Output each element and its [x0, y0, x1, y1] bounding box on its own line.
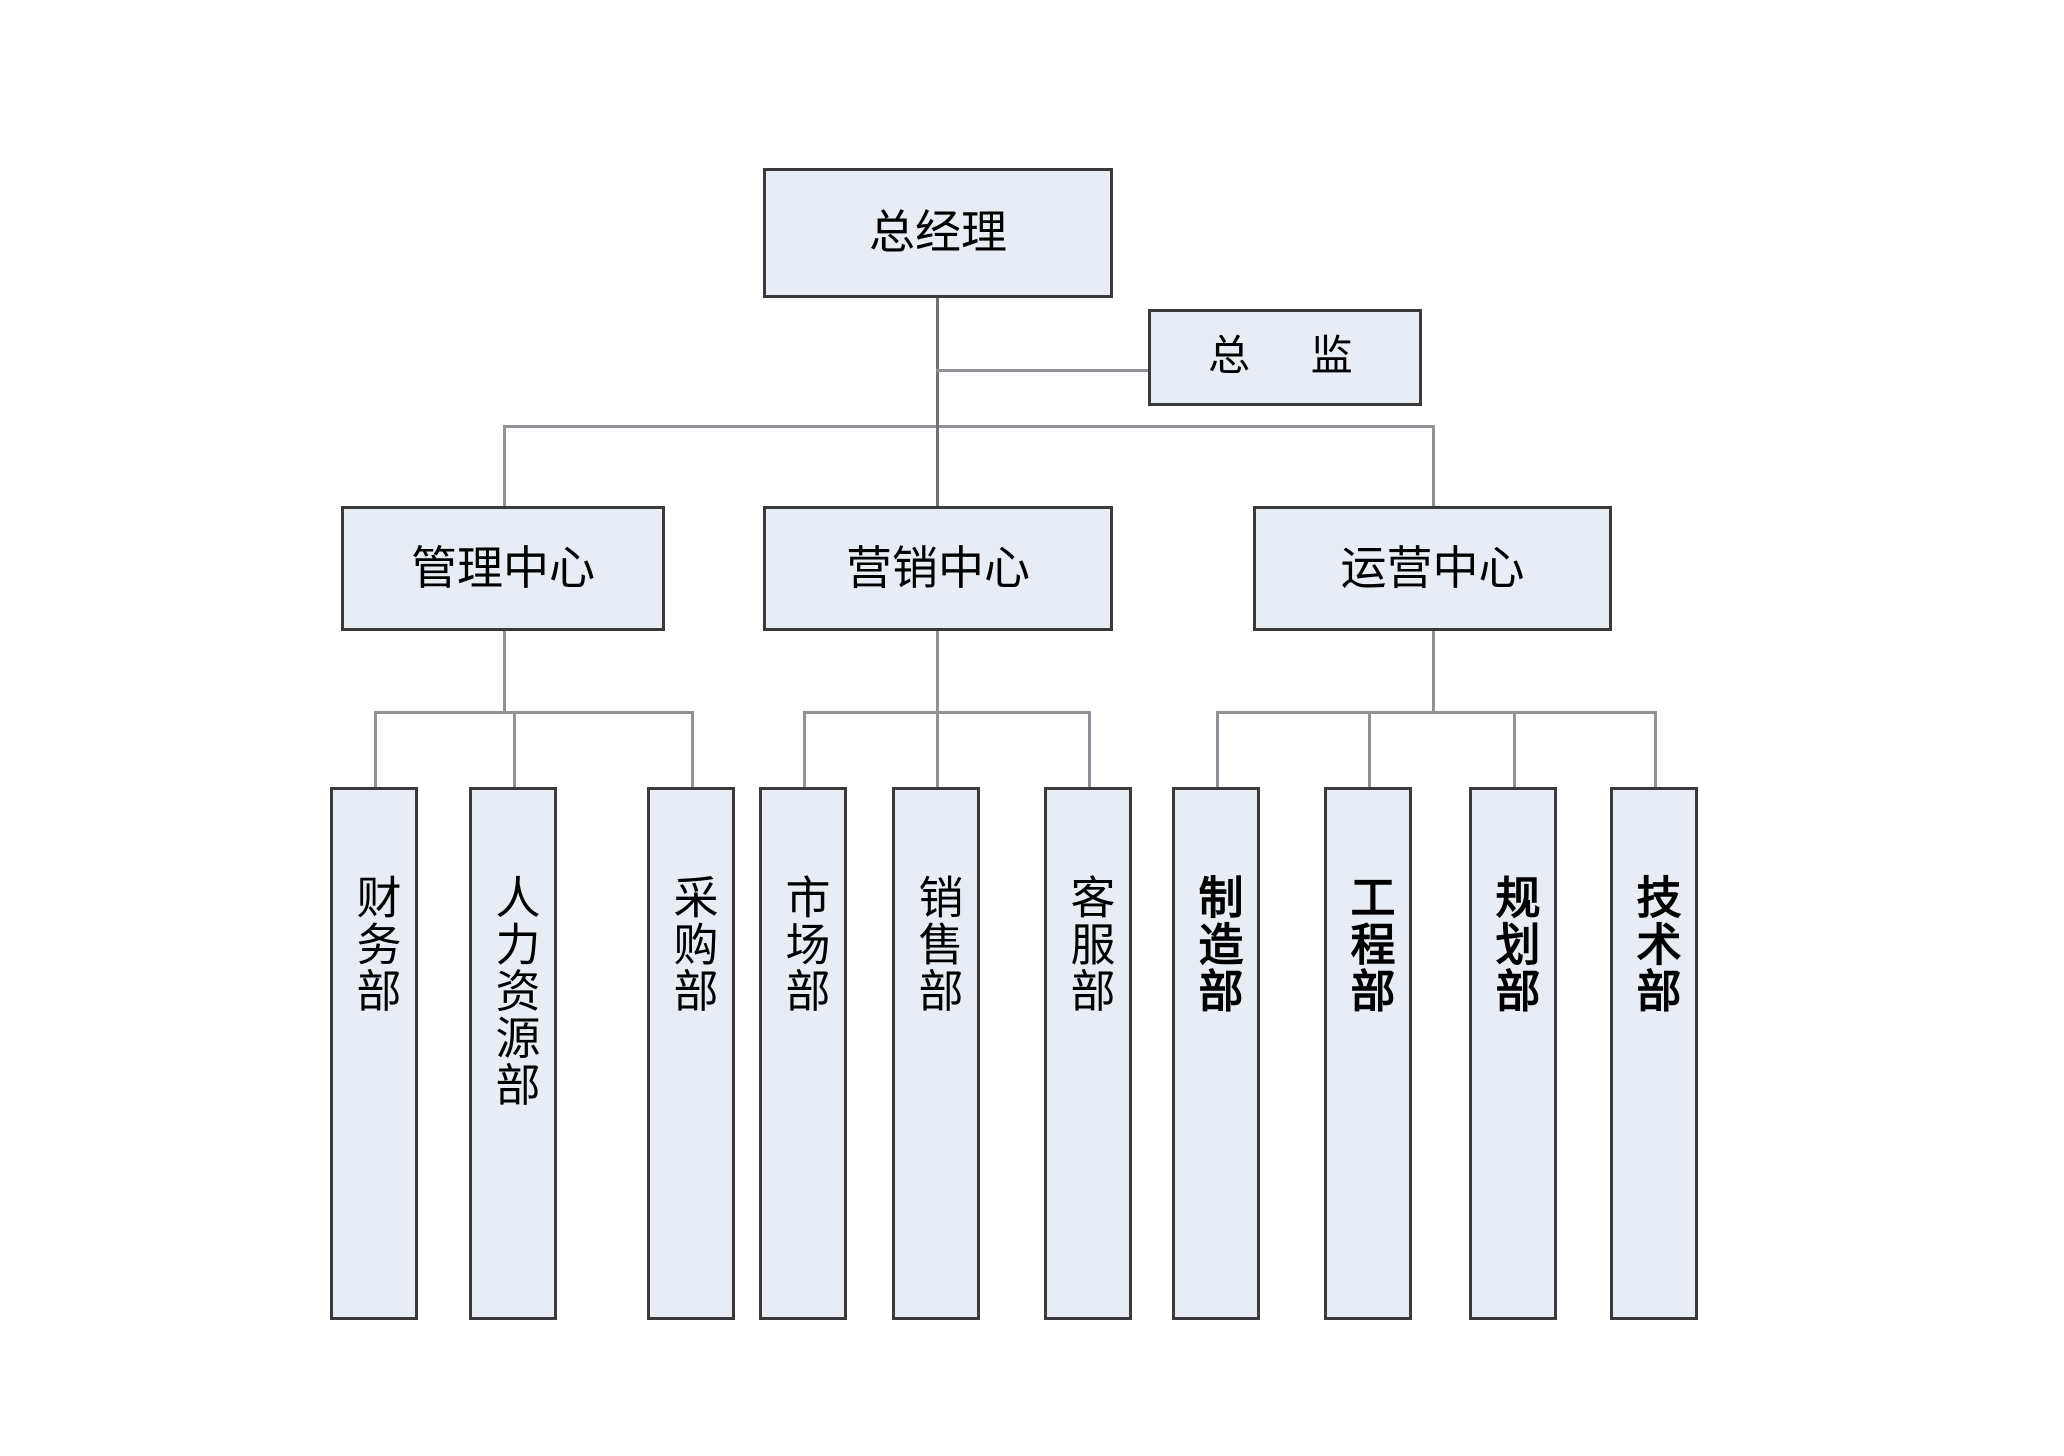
connector-drop-manufacturing [1216, 711, 1219, 788]
node-department-planning-label: 规划部 [1488, 874, 1539, 1015]
node-department-manufacturing-label: 制造部 [1191, 874, 1242, 1015]
node-director[interactable]: 总 监 [1148, 309, 1422, 406]
connector-stem-operations [1432, 630, 1435, 711]
node-department-customer-service-label: 客服部 [1063, 874, 1114, 1015]
node-marketing-center-label: 营销中心 [846, 542, 1030, 594]
node-department-human-resources-label: 人力资源部 [488, 874, 539, 1108]
connector-bus-operations [1216, 711, 1654, 714]
node-department-human-resources[interactable]: 人力资源部 [469, 787, 557, 1320]
node-department-sales-label: 销售部 [911, 874, 962, 1015]
node-management-center-label: 管理中心 [411, 542, 595, 594]
node-department-market-label: 市场部 [778, 874, 829, 1015]
node-operations-center-label: 运营中心 [1340, 542, 1525, 594]
connector-drop-engineering [1368, 711, 1371, 788]
node-department-customer-service[interactable]: 客服部 [1044, 787, 1132, 1320]
connector-bus-management [374, 711, 694, 714]
connector-drop-marketing [936, 425, 939, 507]
node-operations-center[interactable]: 运营中心 [1253, 506, 1612, 631]
node-department-procurement-label: 采购部 [666, 874, 717, 1015]
node-general-manager[interactable]: 总经理 [763, 168, 1113, 298]
node-general-manager-label: 总经理 [869, 207, 1007, 259]
node-director-label: 总 监 [1208, 333, 1362, 380]
node-department-technology[interactable]: 技术部 [1610, 787, 1698, 1320]
connector-top-stem [936, 297, 939, 509]
connector-bus-marketing [803, 711, 1090, 714]
connector-center-bus [503, 425, 1433, 428]
connector-stem-management [503, 630, 506, 711]
connector-stem-marketing [936, 630, 939, 711]
node-department-finance-label: 财务部 [349, 874, 400, 1015]
connector-drop-market [803, 711, 806, 788]
node-department-planning[interactable]: 规划部 [1469, 787, 1557, 1320]
connector-drop-planning [1513, 711, 1516, 788]
connector-drop-hr [513, 711, 516, 788]
node-department-market[interactable]: 市场部 [759, 787, 847, 1320]
connector-director-link [936, 369, 1150, 372]
node-department-engineering-label: 工程部 [1343, 874, 1394, 1015]
connector-drop-sales [936, 711, 939, 788]
connector-drop-finance [374, 711, 377, 788]
node-department-sales[interactable]: 销售部 [892, 787, 980, 1320]
connector-drop-operations [1432, 425, 1435, 507]
node-marketing-center[interactable]: 营销中心 [763, 506, 1113, 631]
node-department-procurement[interactable]: 采购部 [647, 787, 735, 1320]
connector-drop-customer-service [1088, 711, 1091, 788]
connector-drop-management [503, 425, 506, 507]
node-department-engineering[interactable]: 工程部 [1324, 787, 1412, 1320]
node-department-manufacturing[interactable]: 制造部 [1172, 787, 1260, 1320]
node-management-center[interactable]: 管理中心 [341, 506, 665, 631]
connector-drop-technology [1654, 711, 1657, 788]
node-department-finance[interactable]: 财务部 [330, 787, 418, 1320]
node-department-technology-label: 技术部 [1629, 874, 1680, 1015]
connector-drop-procurement [691, 711, 694, 788]
